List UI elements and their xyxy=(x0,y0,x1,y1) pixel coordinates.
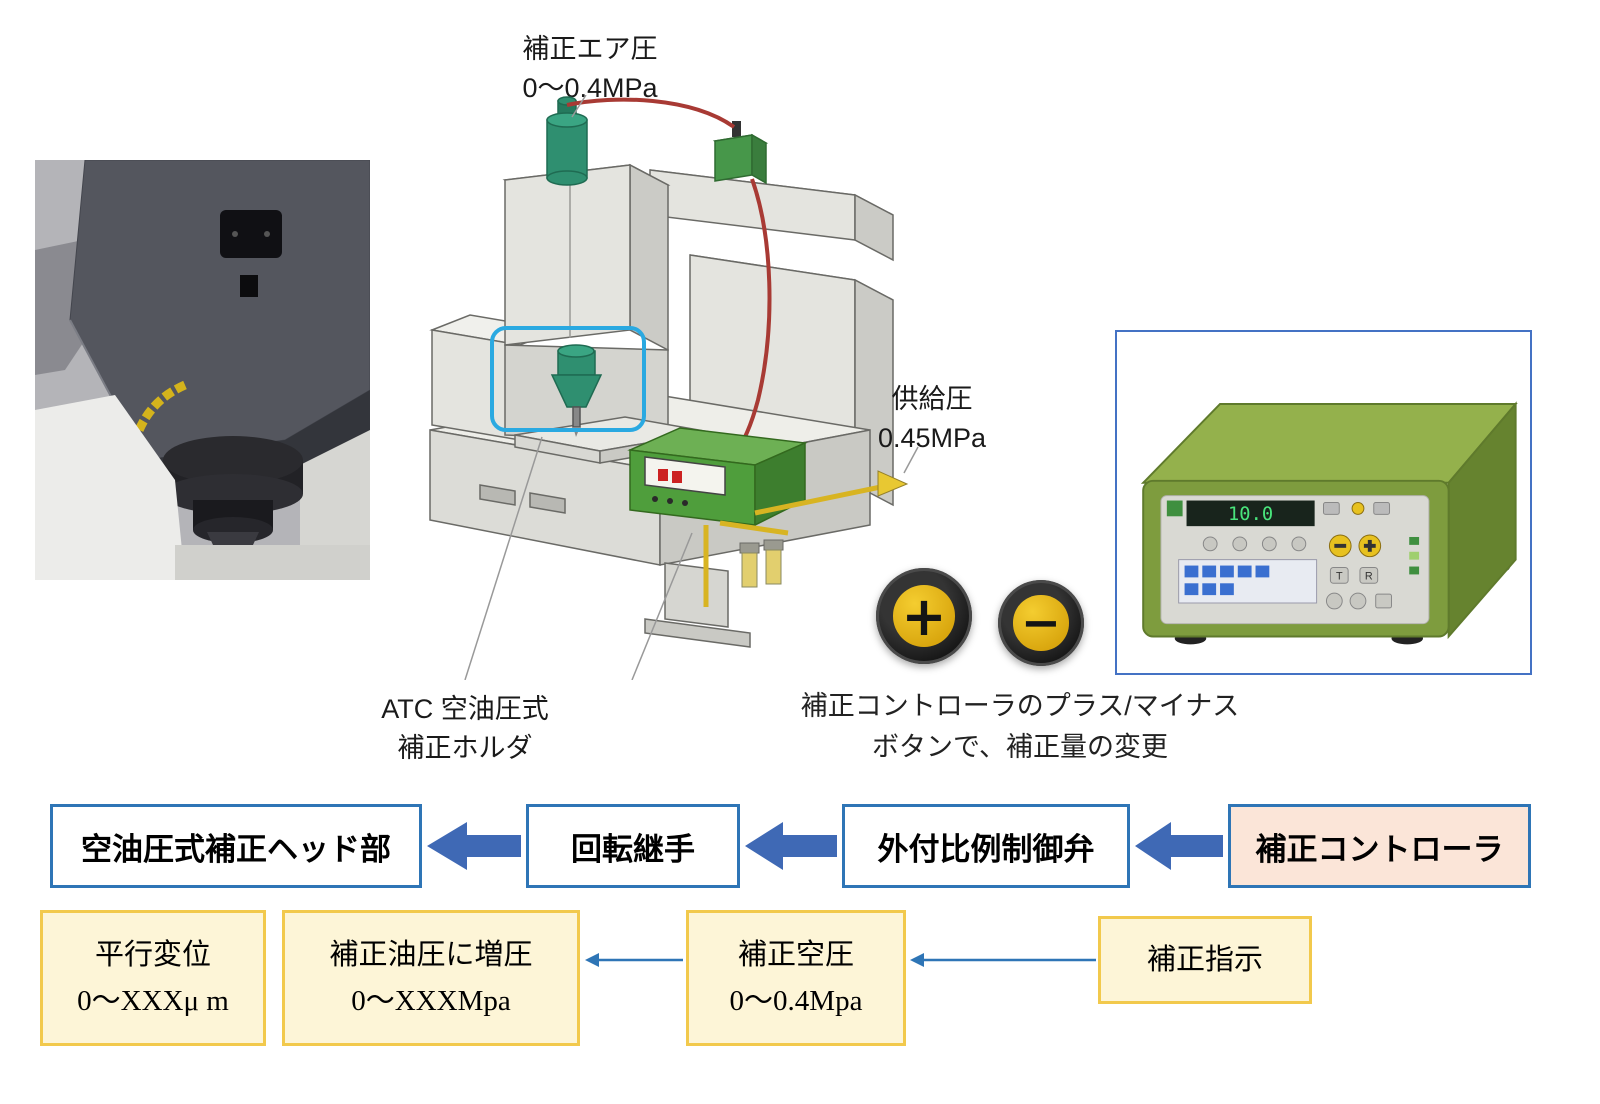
minus-button: − xyxy=(998,580,1084,666)
panel-yellow-dot xyxy=(1351,502,1365,515)
atc-holder-label-line2: 補正ホルダ xyxy=(397,733,533,764)
minus-glyph: − xyxy=(1020,595,1062,651)
plus-minus-caption: 補正コントローラのプラス/マイナス ボタンで、補正量の変更 xyxy=(760,686,1280,767)
panel-r-label: R xyxy=(1365,570,1373,582)
head-knob xyxy=(240,275,258,297)
air-pressure-label-line1: 補正エア圧 xyxy=(522,34,658,64)
plus-minus-caption-line1: 補正コントローラのプラス/マイナス xyxy=(800,691,1240,721)
stage-head-unit: 空油圧式補正ヘッド部 xyxy=(50,804,422,888)
detail-parallel-displacement: 平行変位 0〜XXXμ m xyxy=(40,910,266,1046)
panel-t-button xyxy=(1329,567,1349,584)
plus-minus-caption-line2: ボタンで、補正量の変更 xyxy=(872,731,1168,762)
plus-glyph: + xyxy=(901,584,947,648)
supply-pressure-label: 供給圧 0.45MPa xyxy=(832,380,1032,458)
plus-button-face: + xyxy=(893,584,955,648)
stage-head-unit-label: 空油圧式補正ヘッド部 xyxy=(81,831,391,867)
detail-hydraulic-boost: 補正油圧に増圧 0〜XXXMpa xyxy=(282,910,580,1046)
lcd-window xyxy=(1178,559,1318,604)
controller-photo-svg: 10.0 xyxy=(1140,401,1518,645)
air-cylinder xyxy=(546,96,588,186)
detail-air-pressure-line2: 0〜0.4Mpa xyxy=(729,985,863,1017)
leader-lines xyxy=(464,94,919,681)
compensation-holder-spindle xyxy=(550,344,603,437)
atc-holder-label-line1: ATC 空油圧式 xyxy=(381,694,549,724)
onboard-display xyxy=(644,456,726,496)
detail-arrow-1 xyxy=(585,951,683,969)
flow-arrow-3 xyxy=(1135,822,1223,870)
detail-arrow-2 xyxy=(910,951,1096,969)
detail-hydraulic-boost-line2: 0〜XXXMpa xyxy=(351,985,511,1017)
machine-spindle-photo xyxy=(35,159,371,580)
supply-inlet-triangle xyxy=(877,470,909,497)
power-socket xyxy=(220,210,282,258)
machine-spindle-photo-svg xyxy=(35,159,371,580)
controller-photo: 10.0 xyxy=(1115,330,1532,675)
air-regulator xyxy=(765,549,782,585)
detail-hydraulic-boost-line1: 補正油圧に増圧 xyxy=(329,938,533,971)
photo-foreground xyxy=(35,395,185,580)
detail-correction-command-line1: 補正指示 xyxy=(1146,943,1263,976)
controller-device: 10.0 xyxy=(1140,401,1518,645)
plus-button: + xyxy=(876,568,972,664)
machine-illustration-svg xyxy=(429,94,919,681)
panel-r-button xyxy=(1359,567,1379,584)
detail-air-pressure-line1: 補正空圧 xyxy=(737,938,854,971)
flow-arrow-1 xyxy=(427,822,521,870)
supply-pressure-label-line1: 供給圧 xyxy=(891,384,973,414)
photo-floor xyxy=(175,545,370,580)
panel-small-button2 xyxy=(1373,502,1391,515)
led-display-window xyxy=(1186,500,1315,527)
stage-rotary-joint-label: 回転継手 xyxy=(571,831,695,867)
panel-small-button xyxy=(1323,502,1340,515)
machine-frame xyxy=(429,163,894,648)
machine-illustration xyxy=(420,94,1000,681)
minus-button-face: − xyxy=(1013,595,1069,651)
flow-arrow-2 xyxy=(745,822,837,870)
detail-air-pressure: 補正空圧 0〜0.4Mpa xyxy=(686,910,906,1046)
stage-controller: 補正コントローラ xyxy=(1228,804,1531,888)
supply-pressure-label-line2: 0.45MPa xyxy=(877,423,987,454)
air-filter xyxy=(741,552,758,588)
panel-green-key xyxy=(1166,500,1183,517)
air-pressure-label: 補正エア圧 0〜0.4MPa xyxy=(430,30,750,108)
stage-proportional-valve: 外付比例制御弁 xyxy=(842,804,1130,888)
panel-t-label: T xyxy=(1336,570,1343,582)
atc-holder-label: ATC 空油圧式 補正ホルダ xyxy=(320,690,610,768)
stage-controller-label: 補正コントローラ xyxy=(1255,831,1504,867)
detail-parallel-displacement-line1: 平行変位 xyxy=(94,938,211,971)
supply-piping xyxy=(703,470,909,607)
air-valve-block xyxy=(712,121,769,185)
detail-correction-command: 補正指示 xyxy=(1098,916,1312,1004)
stage-rotary-joint: 回転継手 xyxy=(526,804,740,888)
controller-display: 10.0 xyxy=(1228,504,1273,525)
stage-proportional-valve-label: 外付比例制御弁 xyxy=(877,831,1095,867)
spindle-highlight-box xyxy=(490,326,646,432)
detail-parallel-displacement-line2: 0〜XXXμ m xyxy=(77,985,229,1017)
